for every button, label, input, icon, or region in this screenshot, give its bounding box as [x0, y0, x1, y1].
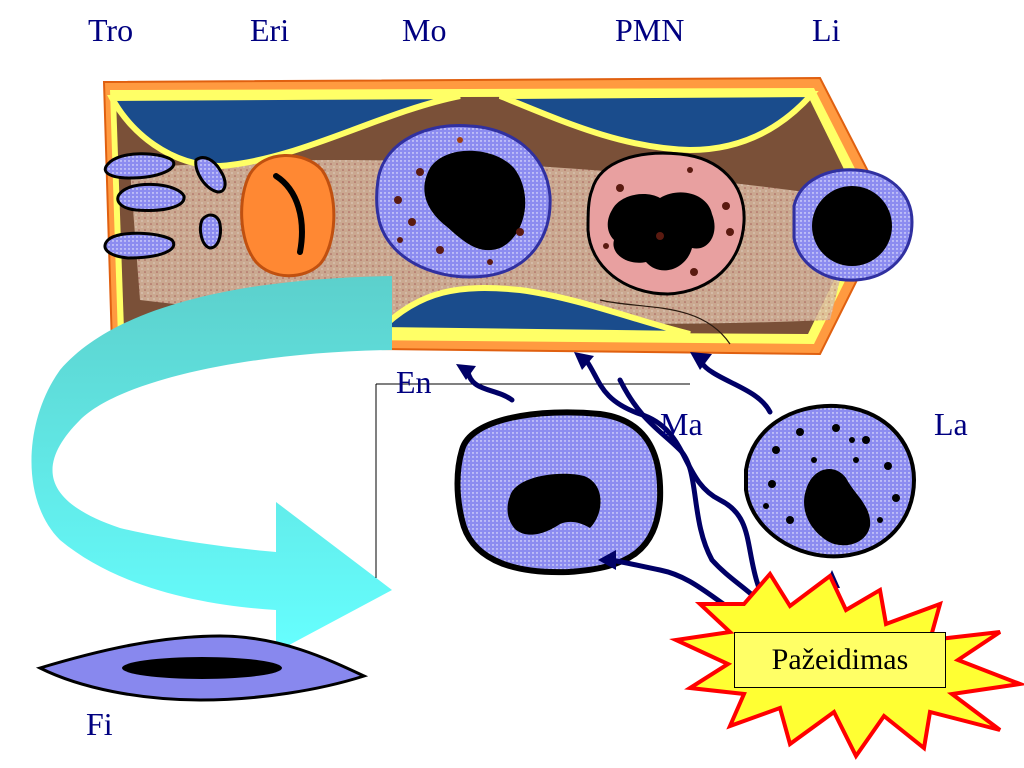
label-fibroblast: Fi	[86, 706, 113, 742]
label-pmn: PMN	[615, 12, 685, 48]
endothelial-cell-top-left	[107, 93, 461, 170]
arrowhead	[574, 352, 594, 370]
arrow-macrophage-to-en	[465, 369, 515, 403]
arrowhead	[690, 352, 712, 370]
thrombocyte	[103, 231, 176, 260]
arrow-labrocyte-to-vessel	[697, 355, 773, 415]
monocyte-cell	[375, 123, 552, 279]
en-bracket	[375, 383, 690, 578]
label-lymphocyte: Li	[812, 12, 841, 48]
erythrocyte	[240, 154, 336, 278]
label-endothelium: En	[396, 364, 432, 400]
big-curved-arrow	[31, 276, 393, 652]
thrombocytes	[103, 152, 227, 260]
endothelial-cell-bottom	[372, 285, 691, 337]
label-labrocyte: La	[934, 406, 968, 442]
migration-arrows	[456, 352, 840, 617]
thrombocyte	[194, 156, 227, 194]
crack-line	[599, 299, 731, 345]
labrocyte-cell	[744, 403, 917, 559]
arrow-injury-to-macrophage	[607, 557, 741, 617]
thrombocyte	[198, 213, 222, 250]
arrowhead	[456, 364, 476, 380]
label-macrophage: Ma	[660, 406, 703, 442]
fibroblast-cell	[35, 634, 369, 702]
injury-label-box: Pažeidimas	[734, 632, 946, 688]
label-thrombocyte: Tro	[88, 12, 134, 48]
injury-label: Pažeidimas	[771, 643, 909, 676]
endothelial-cell-top-right	[498, 90, 819, 154]
thrombocyte	[103, 152, 176, 180]
arrow-injury-to-fibroblast	[617, 377, 773, 615]
thrombocyte	[116, 182, 186, 212]
arrowhead	[598, 550, 616, 570]
label-erythrocyte: Eri	[250, 12, 290, 48]
macrophage-cell	[454, 409, 664, 576]
label-monocyte: Mo	[402, 12, 447, 48]
lymphocyte-cell	[792, 168, 914, 282]
pmn-cell	[586, 151, 746, 296]
